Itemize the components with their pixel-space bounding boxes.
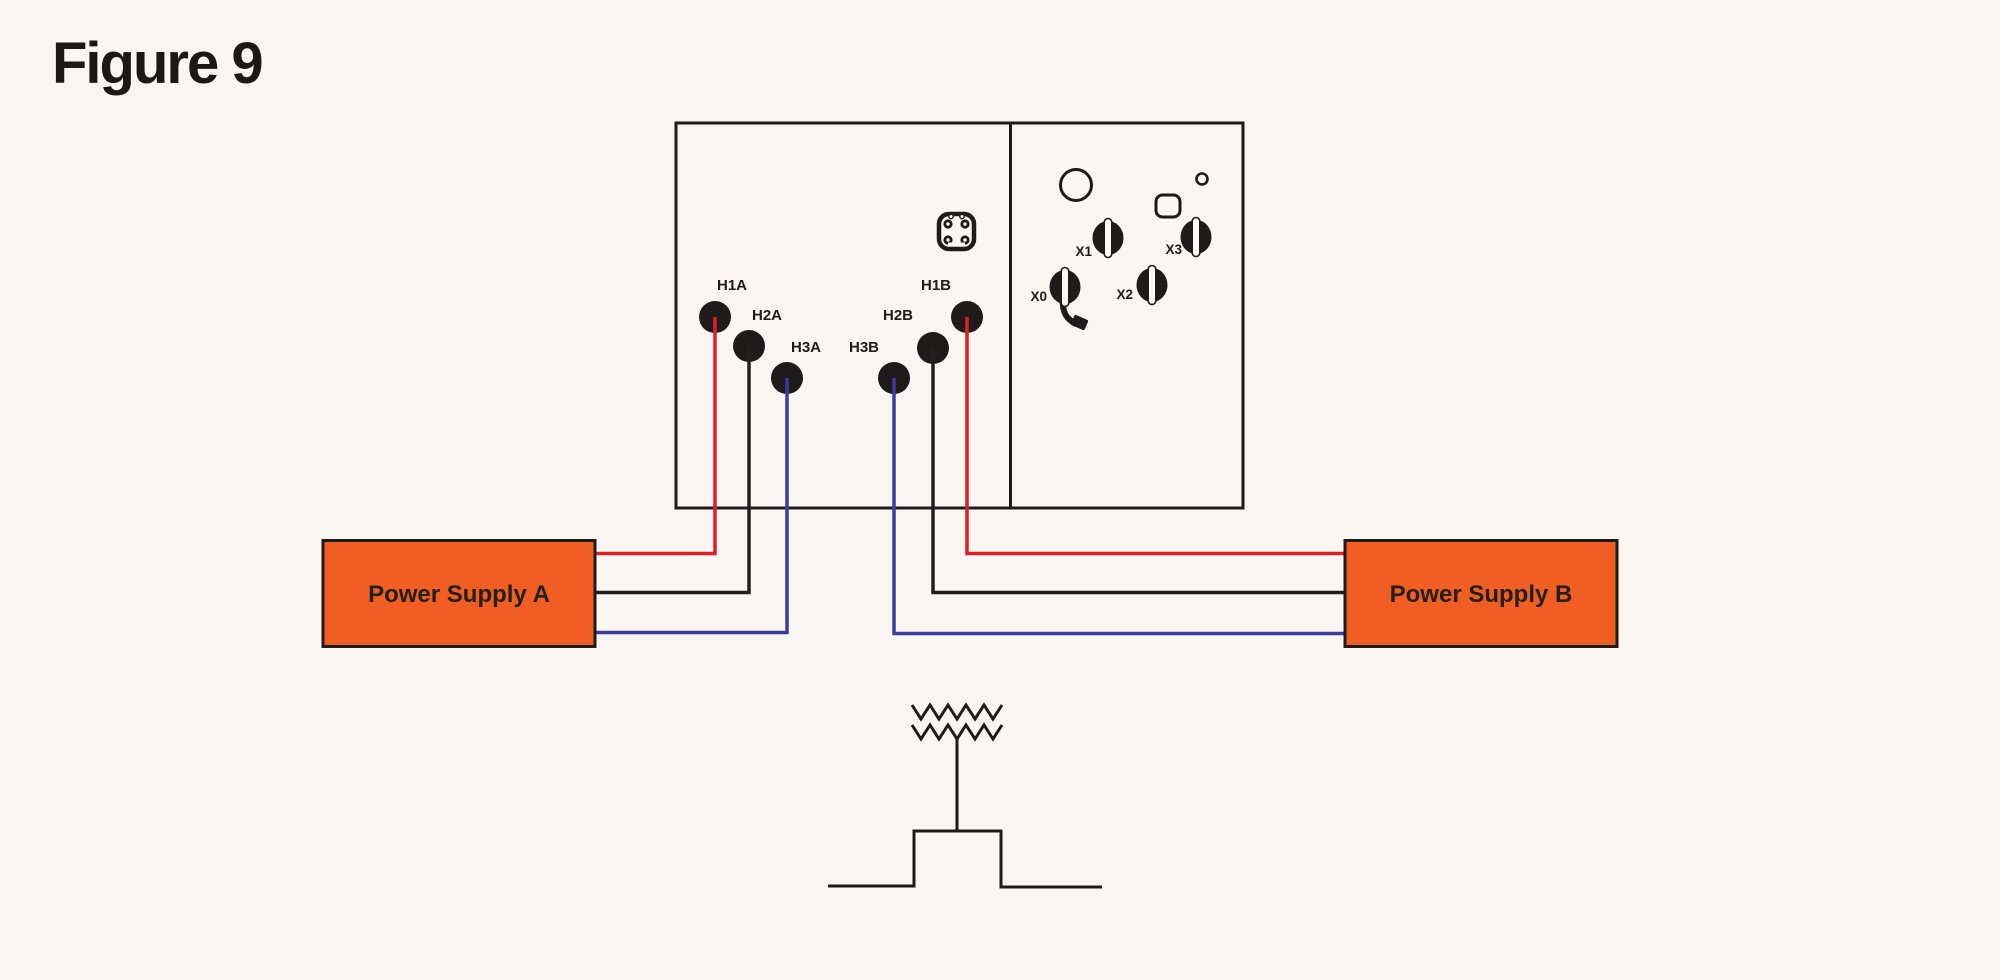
terminal-h1a-label: H1A [717,277,747,294]
knob-x1-label: X1 [1075,244,1092,259]
terminal-h2a: H2A [733,307,782,362]
terminal-h3a-label: H3A [791,339,821,356]
power-supply-b-box [1343,539,1619,648]
wires [596,317,1344,636]
terminal-h2b-label: H2B [883,307,913,324]
knob-x3: X3 [1165,216,1212,258]
power-supply-b: Power Supply B [1343,539,1619,648]
power-supply-b-label: Power Supply B [1390,581,1573,608]
wire-h3a-blue [596,378,789,635]
terminal-h1a: H1A [699,277,747,333]
terminal-h3a: H3A [771,339,821,394]
power-supply-a-label: Power Supply A [368,581,550,608]
terminal-h1b-label: H1B [921,277,951,294]
wire-h1b-red [965,317,1344,556]
wire-h3b-blue [892,378,1344,636]
x-terminal-panel: X1 X3 X0 X2 [1030,168,1212,331]
wire-h2a-black [596,346,751,595]
figure-title: Figure 9 [52,31,264,96]
knob-x1: X1 [1075,217,1124,259]
terminal-h3b-label: H3B [849,339,879,356]
element-zigzag-bottom [910,722,1004,742]
heating-element-symbol [828,702,1102,889]
terminal-h2b: H2B [883,307,949,364]
wire-h1a-red [596,317,717,556]
terminal-h3b: H3B [849,339,910,394]
element-zigzag-top [910,702,1004,722]
knob-x0-label: X0 [1030,289,1047,304]
power-supply-a-box [321,539,597,648]
knob-x0-cable-end [1070,314,1089,331]
knob-x3-label: X3 [1165,242,1182,257]
indicator-circle-icon [1059,168,1093,202]
terminal-h2a-label: H2A [752,307,782,324]
rounded-square-button-icon [1154,193,1182,219]
small-indicator-circle-icon [1195,172,1209,186]
power-supply-a: Power Supply A [321,539,597,648]
h-terminals: H1A H2A H3A H3B H2B H1B [699,277,983,394]
knob-x2: X2 [1116,264,1168,306]
control-box-outline [674,121,1245,510]
four-pin-connector-icon [936,211,977,252]
terminal-h1b: H1B [921,277,983,333]
knob-x0: X0 [1030,266,1089,331]
control-box [674,121,1245,510]
knob-x2-label: X2 [1116,287,1133,302]
wire-h2b-black [931,348,1344,595]
element-pedestal [828,829,1102,889]
